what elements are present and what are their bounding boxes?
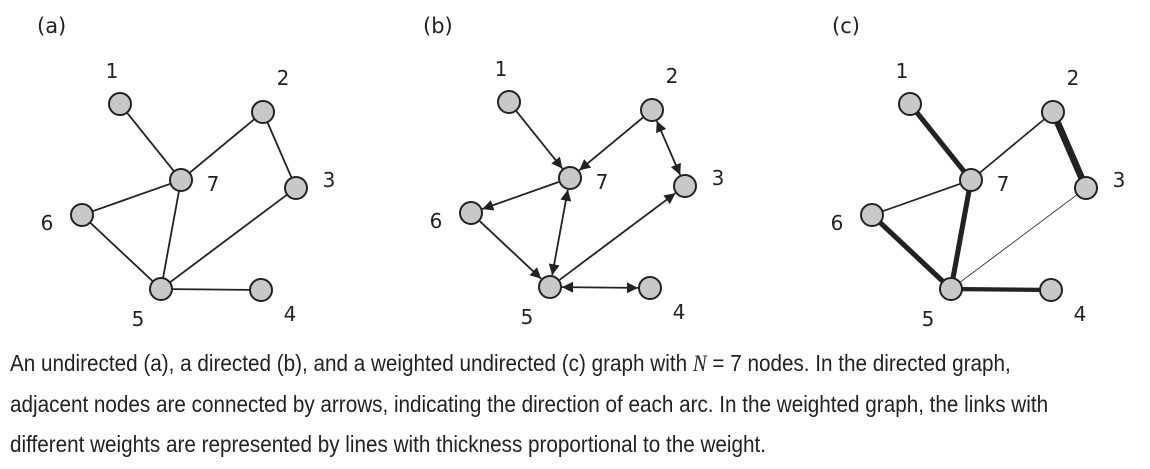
arc-bidirectional-5-7 (548, 189, 572, 276)
node-label-2-c: 2 (1067, 66, 1080, 90)
arc-bidirectional-4-5 (561, 281, 639, 294)
node-label-4-b: 4 (673, 300, 686, 324)
node-label-4-a: 4 (284, 302, 297, 326)
edge-6-5 (89, 221, 154, 283)
node-label-3-b: 3 (712, 166, 725, 190)
arc-5-to-3 (559, 192, 676, 281)
edges-c (878, 110, 1085, 293)
node-7-b (558, 166, 582, 190)
node-1-b (497, 90, 521, 114)
node-label-2-a: 2 (277, 66, 290, 90)
weighted-edge-5-3 (959, 194, 1078, 283)
weighted-edge-1-7 (914, 110, 967, 174)
arc-6-to-5 (479, 220, 542, 280)
node-label-7-b: 7 (596, 170, 609, 194)
caption-line-1: An undirected (a), a directed (b), and a… (10, 350, 1011, 377)
edge-5-3 (169, 193, 288, 284)
figure-caption: An undirected (a), a directed (b), and a… (10, 343, 1049, 464)
node-label-7-c: 7 (997, 172, 1010, 196)
edges-a (89, 112, 293, 291)
node-6-b (459, 201, 483, 225)
panel-b-directed-graph: (b) 1 2 3 4 5 6 7 (423, 14, 724, 329)
node-5-c (939, 277, 963, 301)
arc-2-to-7 (578, 116, 644, 172)
node-label-3-c: 3 (1113, 168, 1126, 192)
node-4-c (1039, 278, 1063, 302)
weighted-edge-6-5 (878, 220, 945, 284)
weighted-edge-5-4 (961, 286, 1041, 293)
edge-7-5 (162, 190, 180, 279)
caption-line-2: adjacent nodes are connected by arrows, … (10, 391, 1049, 417)
node-2-b (640, 98, 664, 122)
node-label-5-b: 5 (521, 305, 534, 329)
node-7-a (169, 168, 193, 192)
node-label-5-c: 5 (922, 307, 935, 331)
node-7-c (959, 168, 983, 192)
node-label-3-a: 3 (323, 168, 336, 192)
node-label-1-a: 1 (106, 59, 119, 83)
node-1-c (898, 92, 922, 116)
node-3-c (1074, 176, 1098, 200)
panel-label-c: (c) (832, 14, 860, 38)
node-3-a (284, 176, 308, 200)
panel-label-b: (b) (423, 14, 453, 38)
caption-line-3: different weights are represented by lin… (10, 431, 767, 457)
node-2-a (251, 100, 275, 124)
node-6-c (860, 203, 884, 227)
node-5-b (538, 275, 562, 299)
node-2-c (1041, 100, 1065, 124)
edge-2-7 (188, 118, 256, 174)
node-6-a (70, 203, 94, 227)
weighted-edge-6-7 (882, 182, 961, 213)
edge-5-4 (171, 288, 251, 291)
node-1-a (108, 92, 132, 116)
arc-1-to-7 (515, 110, 564, 170)
edge-2-3 (266, 121, 293, 179)
graph-figure: (a) 1 2 3 4 5 6 7 (b) 1 2 3 4 5 6 7 (c) 1 2 3 4 5 6 7 (37, 14, 1126, 331)
arc-7-to-6 (482, 181, 559, 211)
node-label-2-b: 2 (666, 64, 679, 88)
weighted-edge-7-5 (950, 190, 972, 279)
node-3-b (673, 174, 697, 198)
node-label-6-a: 6 (41, 211, 54, 235)
edge-1-7 (126, 112, 175, 172)
panel-c-weighted-graph: (c) 1 2 3 4 5 6 7 (831, 14, 1126, 331)
node-label-6-c: 6 (831, 211, 844, 235)
node-label-7-a: 7 (207, 172, 220, 196)
panel-a-undirected-graph: (a) 1 2 3 4 5 6 7 (37, 14, 335, 331)
node-5-a (149, 277, 173, 301)
edges-b (479, 110, 682, 294)
panel-label-a: (a) (37, 14, 66, 38)
node-label-5-a: 5 (132, 307, 145, 331)
caption-math-variable: N (692, 351, 707, 377)
node-label-4-c: 4 (1074, 302, 1087, 326)
weighted-edge-2-7 (978, 118, 1046, 174)
node-label-1-c: 1 (896, 59, 909, 83)
node-4-a (249, 278, 273, 302)
weighted-edge-2-3 (1054, 120, 1085, 180)
node-label-1-b: 1 (495, 57, 508, 81)
node-label-6-b: 6 (430, 209, 443, 233)
arc-bidirectional-2-3 (655, 120, 682, 176)
edge-6-7 (92, 182, 171, 213)
node-4-b (638, 276, 662, 300)
